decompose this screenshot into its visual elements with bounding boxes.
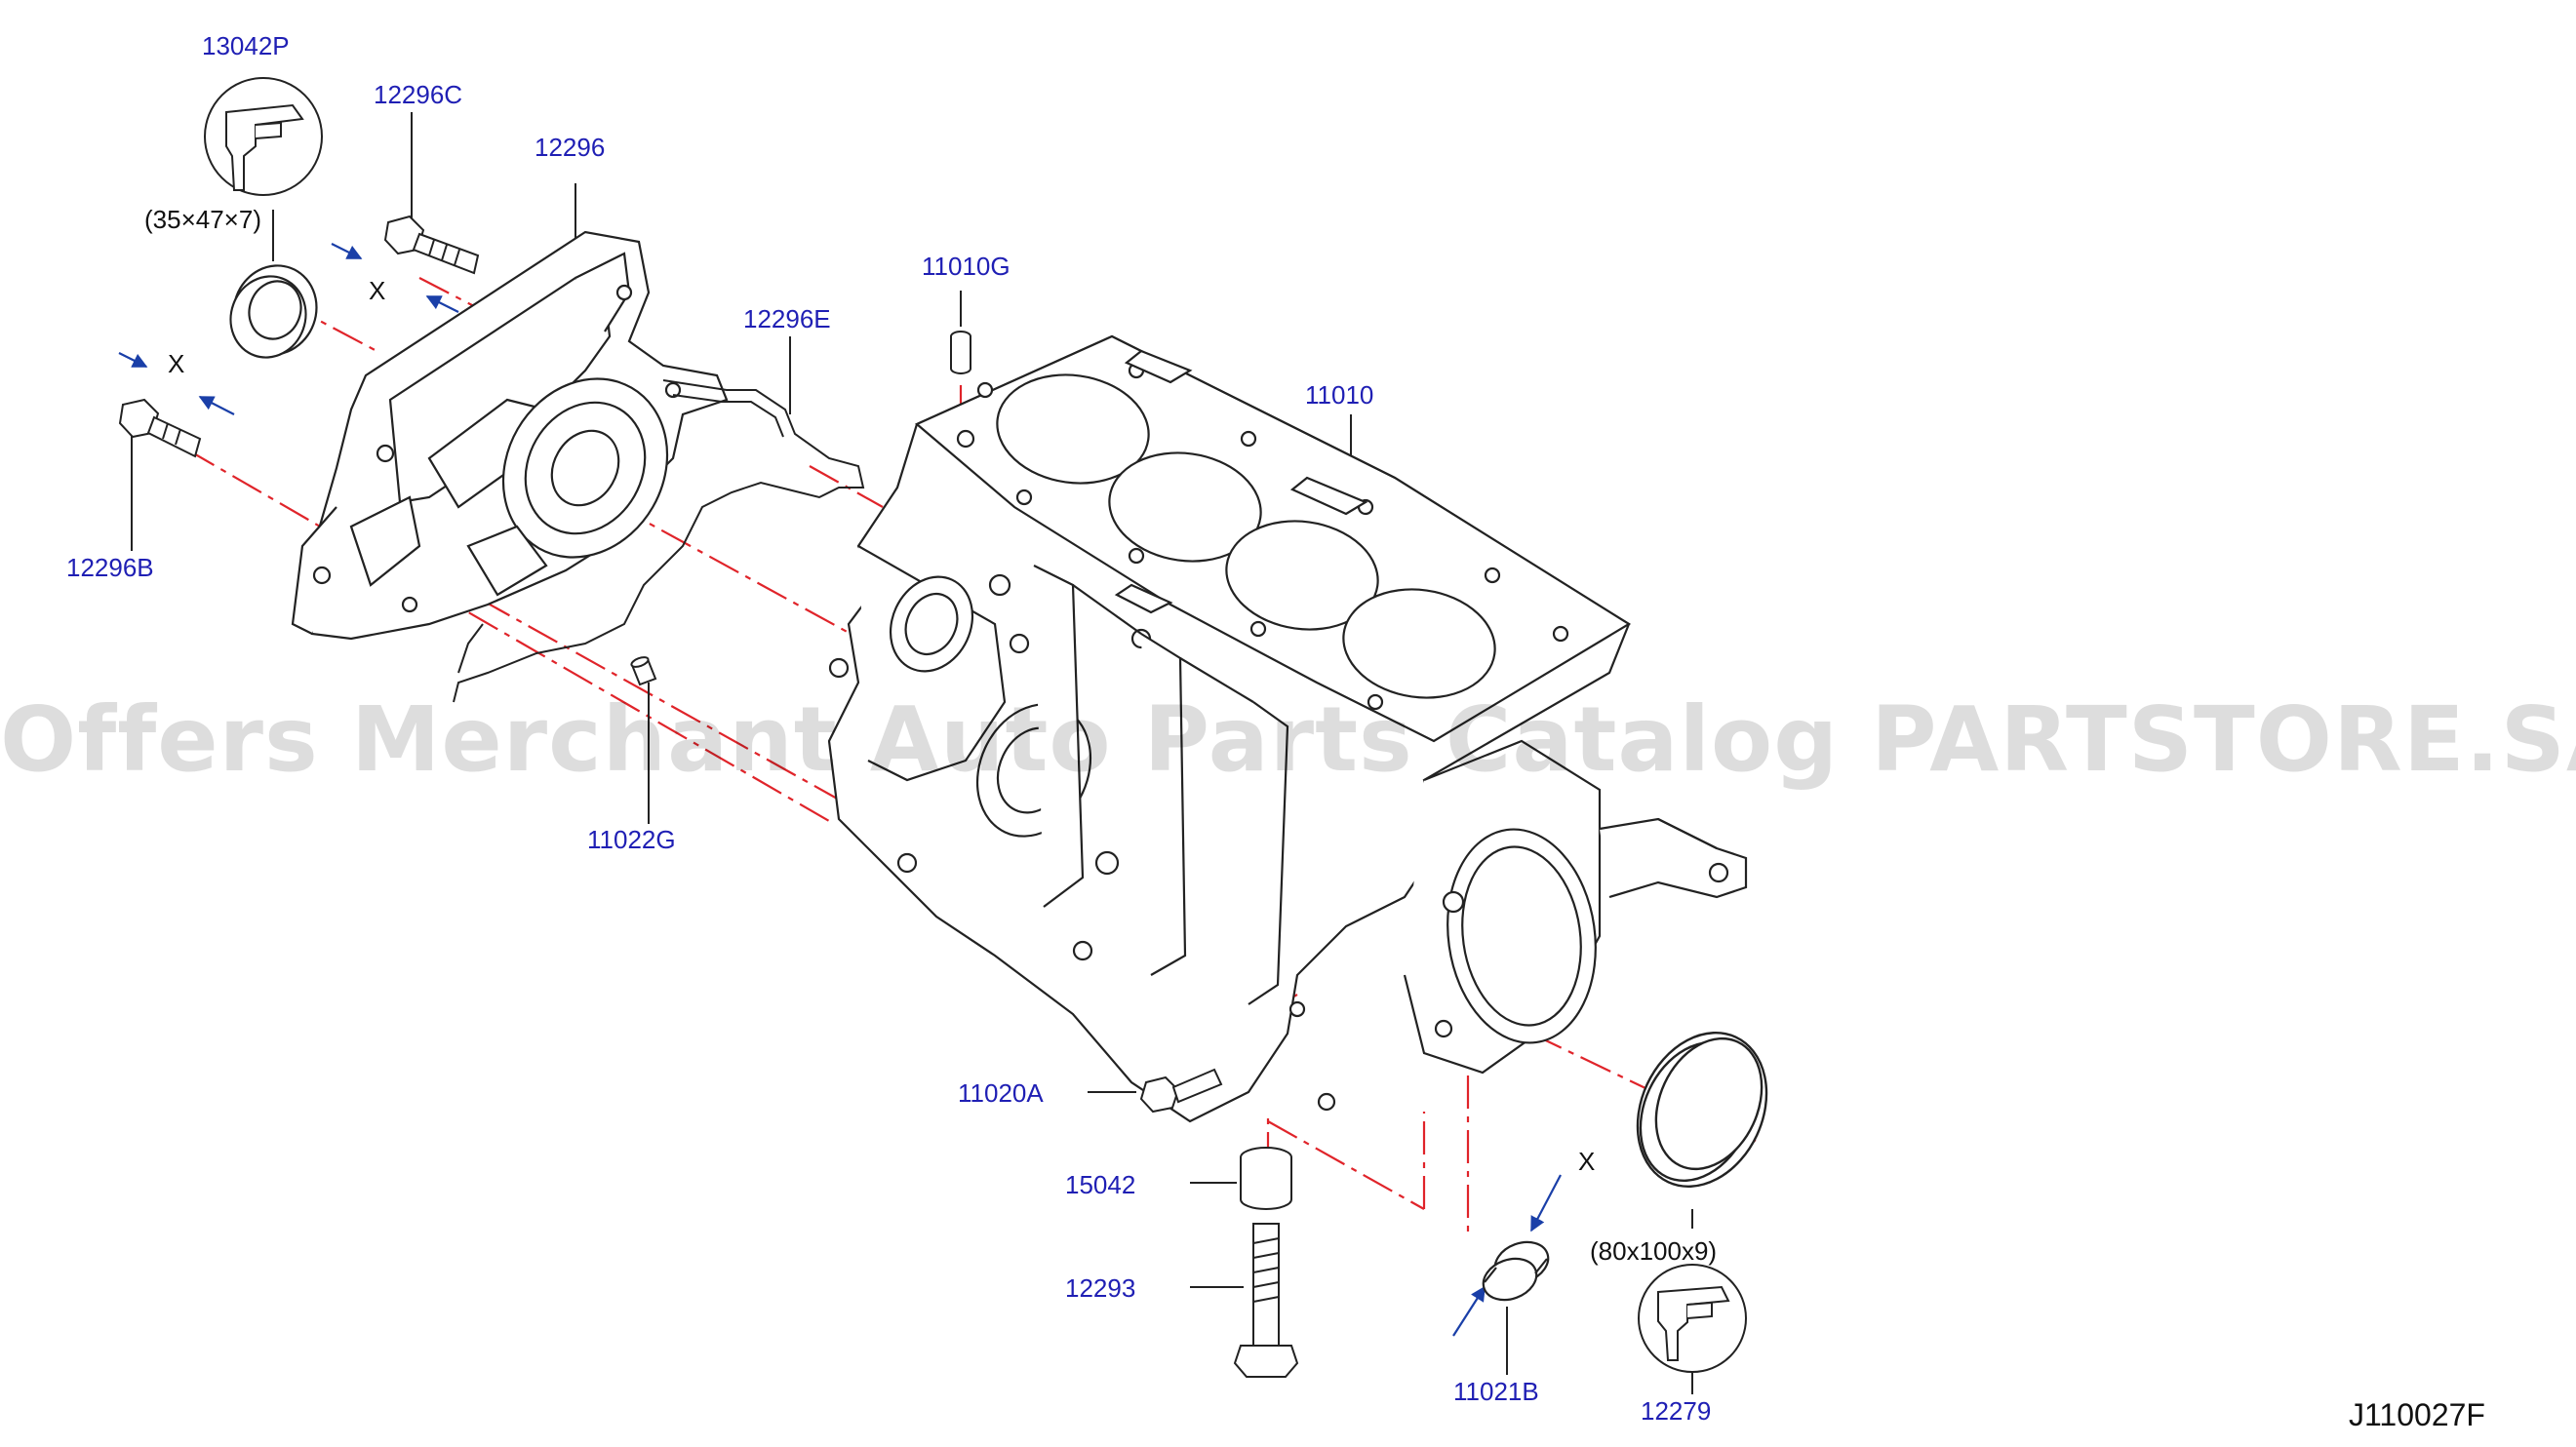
- x-mark-left: X: [168, 349, 185, 378]
- dowel-11022G: [630, 656, 657, 686]
- part-label-11022G[interactable]: 11022G: [587, 825, 676, 854]
- part-label-12279[interactable]: 12279: [1641, 1396, 1712, 1426]
- part-label-15042[interactable]: 15042: [1065, 1170, 1136, 1199]
- part-label-12296E[interactable]: 12296E: [743, 304, 831, 333]
- cylinder-block: [827, 334, 1748, 1123]
- front-oil-seal: [229, 264, 318, 359]
- seal-detail-bottom: [1638, 1264, 1747, 1373]
- rear-oil-seal: [1636, 1031, 1768, 1189]
- part-label-12296C[interactable]: 12296C: [374, 80, 463, 109]
- part-label-11021B[interactable]: 11021B: [1453, 1377, 1539, 1406]
- seal-detail-top: [204, 77, 323, 196]
- spacer-15042: [1240, 1147, 1292, 1210]
- x-mark-top: X: [369, 276, 386, 305]
- front-cover: [291, 230, 729, 641]
- part-label-11020A[interactable]: 11020A: [958, 1078, 1044, 1108]
- plug-11021B: [1482, 1240, 1550, 1302]
- part-label-12293[interactable]: 12293: [1065, 1273, 1136, 1303]
- part-label-12296B[interactable]: 12296B: [66, 553, 154, 582]
- part-label-12296[interactable]: 12296: [535, 133, 606, 162]
- front-cover-gasket: [453, 379, 865, 703]
- front-seal-dimensions: (35×47×7): [144, 205, 261, 234]
- diagram-code: J110027F: [2349, 1397, 2485, 1432]
- bolt-11020A: [1139, 1068, 1223, 1114]
- part-label-13042P[interactable]: 13042P: [202, 31, 290, 60]
- bolt-12296B: [118, 398, 202, 458]
- part-label-11010G[interactable]: 11010G: [922, 252, 1011, 281]
- bolt-12293: [1233, 1223, 1299, 1378]
- rear-seal-dimensions: (80x100x9): [1590, 1236, 1718, 1266]
- dowel-11010G: [950, 331, 971, 374]
- part-label-11010[interactable]: 11010: [1305, 380, 1374, 410]
- bolt-12296C: [383, 215, 480, 275]
- dimension-arrows: [118, 243, 1562, 1337]
- x-mark-bottom: X: [1578, 1147, 1596, 1176]
